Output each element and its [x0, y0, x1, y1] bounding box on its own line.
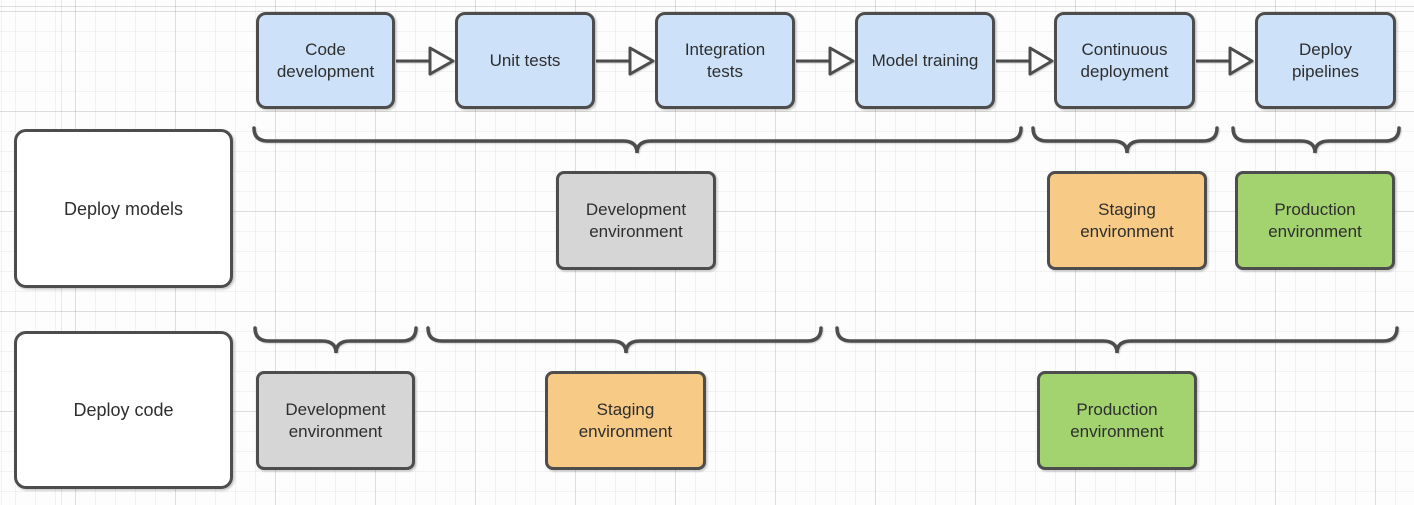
step-code-development[interactable]: Code development: [256, 12, 395, 109]
step-label: Deploy pipelines: [1291, 39, 1360, 81]
deploy-code-staging-environment[interactable]: Staging environment: [545, 371, 706, 470]
row-label-deploy-models[interactable]: Deploy models: [14, 129, 233, 288]
env-label: Production environment: [1070, 399, 1164, 441]
row-label-text: Deploy models: [63, 198, 184, 219]
step-integration-tests[interactable]: Integration tests: [655, 12, 795, 109]
step-label: Model training: [871, 50, 979, 70]
deploy-models-development-environment[interactable]: Development environment: [556, 171, 716, 270]
env-label: Production environment: [1268, 199, 1362, 241]
step-label: Code development: [276, 39, 375, 81]
step-unit-tests[interactable]: Unit tests: [455, 12, 595, 109]
row-label-text: Deploy code: [73, 400, 174, 420]
brace-deploy-code-development[interactable]: [253, 326, 418, 354]
flow-arrow-3[interactable]: [796, 46, 855, 76]
env-label: Staging environment: [1080, 199, 1174, 241]
flow-arrow-5[interactable]: [1196, 46, 1254, 76]
brace-deploy-models-production[interactable]: [1231, 126, 1401, 154]
brace-deploy-code-production[interactable]: [835, 326, 1399, 354]
deploy-code-development-environment[interactable]: Development environment: [256, 371, 415, 470]
step-label: Continuous deployment: [1080, 39, 1169, 81]
flow-arrow-1[interactable]: [396, 46, 455, 76]
step-label: Integration tests: [684, 39, 766, 81]
step-label: Unit tests: [489, 50, 561, 70]
step-model-training[interactable]: Model training: [855, 12, 995, 109]
flow-arrow-4[interactable]: [996, 46, 1054, 76]
brace-deploy-code-staging[interactable]: [426, 326, 823, 354]
flow-arrow-2[interactable]: [596, 46, 655, 76]
step-continuous-deployment[interactable]: Continuous deployment: [1054, 12, 1195, 109]
env-label: Development environment: [585, 199, 687, 241]
deploy-code-production-environment[interactable]: Production environment: [1037, 371, 1197, 470]
brace-deploy-models-development[interactable]: [252, 126, 1023, 154]
brace-deploy-models-staging[interactable]: [1031, 126, 1219, 154]
env-label: Development environment: [285, 399, 386, 441]
env-label: Staging environment: [578, 399, 673, 441]
deploy-models-staging-environment[interactable]: Staging environment: [1047, 171, 1207, 270]
row-label-deploy-code[interactable]: Deploy code: [14, 331, 233, 489]
deploy-models-production-environment[interactable]: Production environment: [1235, 171, 1395, 270]
step-deploy-pipelines[interactable]: Deploy pipelines: [1255, 12, 1396, 109]
